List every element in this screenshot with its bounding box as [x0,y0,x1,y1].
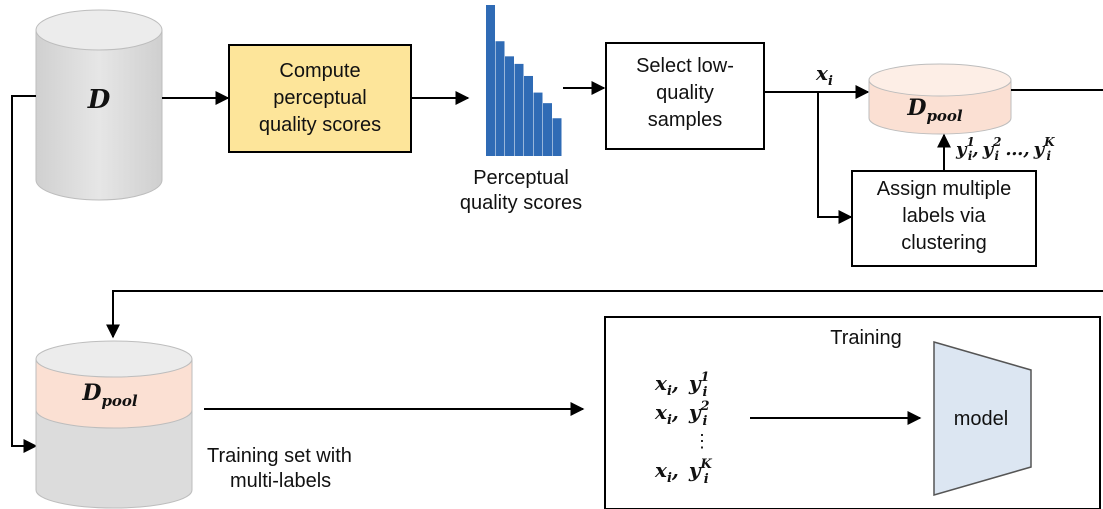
pool-label-top: Dpool [906,95,963,125]
score-bars [486,5,562,157]
select-line-3: samples [648,109,722,131]
assign-line-3: clustering [901,232,987,254]
arrow-branch-to-assign [817,92,853,224]
training-set-caption-line-1: Training set with [207,445,352,467]
assign-labels-box: Assign multiple labels via clustering [851,170,1037,267]
arrow-pool-to-training-set [106,290,1103,339]
assign-line-2: labels via [902,205,986,227]
dataset-cylinder: D [35,9,163,201]
dataset-label: D [87,85,111,115]
training-ellipsis: ⋮ [693,431,711,451]
score-bar-5 [524,75,533,156]
score-bar-7 [543,103,552,156]
assign-line-1: Assign multiple [877,178,1012,200]
scores-caption-line-2: quality scores [460,192,582,214]
select-low-quality-box: Select low- quality samples [605,42,765,150]
score-bar-2 [495,41,505,156]
score-bar-3 [505,56,514,157]
compute-scores-box: Compute perceptual quality scores [228,44,412,153]
score-bar-8 [552,118,562,156]
scores-caption-line-1: Perceptual [473,167,569,189]
score-bar-4 [514,63,524,156]
compute-line-1: Compute [279,60,360,82]
score-bar-6 [533,92,543,156]
select-line-2: quality [656,82,714,104]
select-line-1: Select low- [636,55,734,77]
training-set-cylinder: Dpool [35,340,193,509]
pool-label-bottom: Dpool [81,380,138,410]
compute-line-2: perceptual [273,87,366,109]
score-bar-1 [486,5,495,156]
training-title: Training [830,327,902,349]
arrow-dataset-to-training-set [11,95,38,453]
compute-line-3: quality scores [259,114,381,136]
model-trapezoid [933,341,1032,496]
model-label: model [954,408,1008,430]
x-i-label: xi [815,61,833,89]
training-set-caption-line-2: multi-labels [230,470,331,492]
pool-cylinder-top: Dpool [868,63,1012,135]
